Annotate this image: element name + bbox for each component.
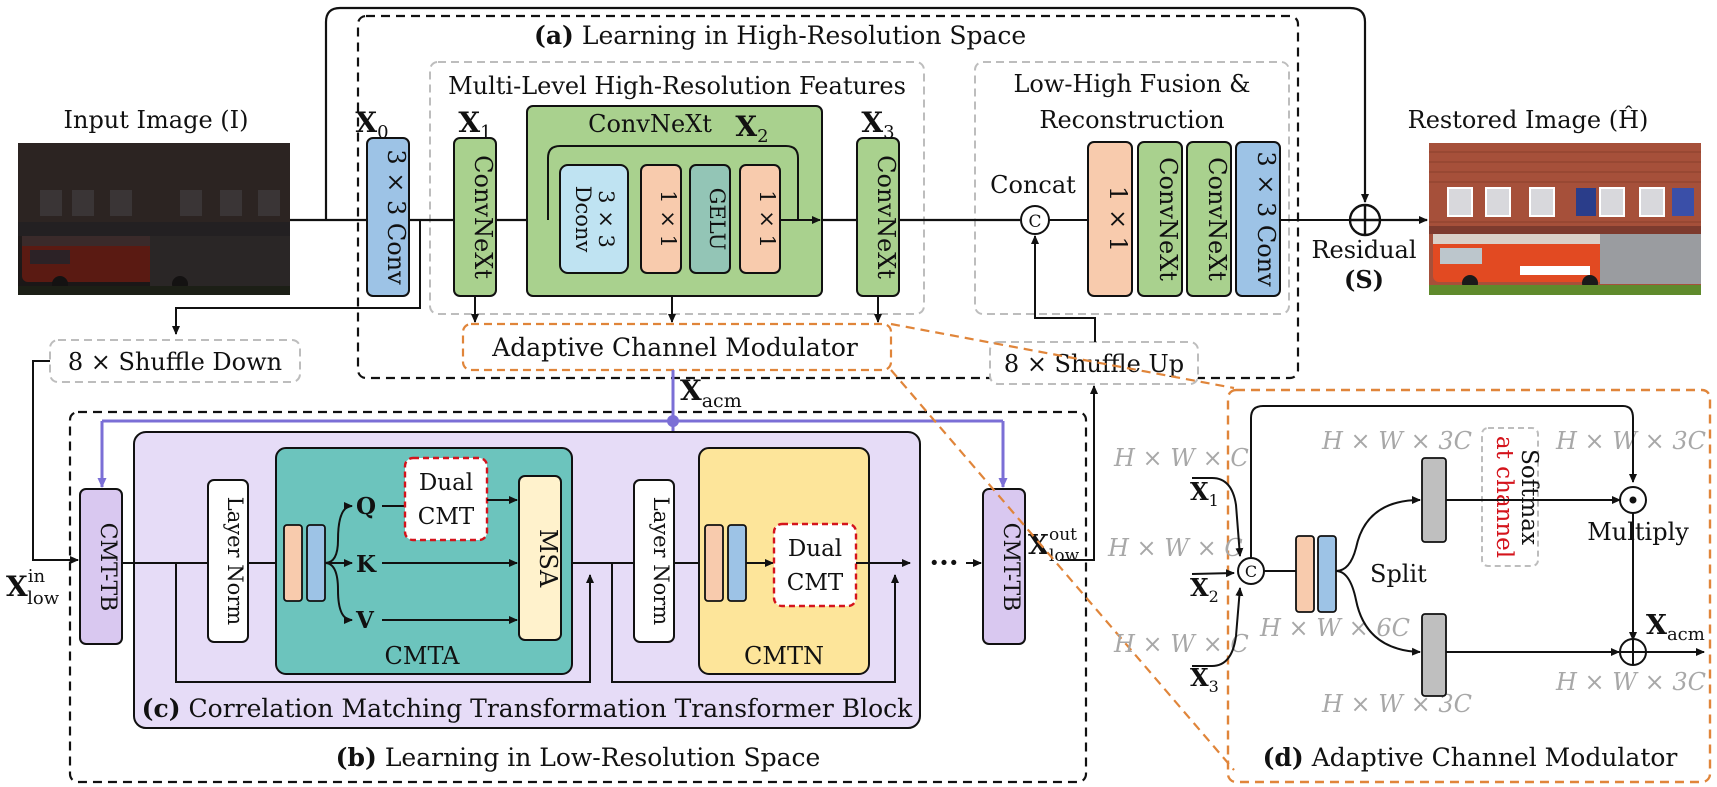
- softmax-box: [1481, 427, 1539, 567]
- convnext-inner-skip: [547, 145, 799, 220]
- residual-label: Residual: [1311, 236, 1416, 264]
- dconv-label-1: 3 × 3: [594, 190, 618, 248]
- svg-text:Layer Norm: Layer Norm: [223, 497, 247, 626]
- conv1x1-block-2-label: 1 × 1: [755, 190, 779, 248]
- dim-top-left: H × W × 3C: [1321, 427, 1472, 455]
- svg-text:Layer Norm: Layer Norm: [649, 497, 673, 626]
- x0-label: X0: [355, 106, 388, 143]
- conv1x1-block-1-label: 1 × 1: [656, 190, 680, 248]
- dim-bottom: H × W × 3C: [1321, 690, 1472, 718]
- fusion-convnext-2: [1186, 141, 1232, 297]
- conv1x1-block-1: [640, 164, 682, 274]
- convnext-detail-title: ConvNeXt: [588, 110, 712, 138]
- multilevel-features-title: Multi-Level High-Resolution Features: [448, 72, 906, 100]
- svg-text:C: C: [1245, 562, 1257, 581]
- multiply-label: Multiply: [1587, 518, 1689, 546]
- dim-top-right: H × W × 3C: [1555, 427, 1706, 455]
- cmt-tb-block-right: [982, 488, 1026, 645]
- fusion-frame: [974, 61, 1290, 315]
- shuffle-up-label: 8 × Shuffle Up: [1004, 350, 1184, 378]
- softmax-label: Softmax: [1516, 449, 1542, 545]
- gelu-label: GELU: [705, 188, 729, 251]
- acm-branch-bottom: [1421, 613, 1447, 697]
- convnext-block-3-label: ConvNeXt: [872, 155, 900, 279]
- section-d-label: (d)Adaptive Channel Modulator: [1263, 743, 1678, 772]
- output-image-label: Restored Image (Ĥ): [1408, 105, 1649, 134]
- x2-label: X2: [735, 110, 768, 147]
- residual-symbol: (S): [1344, 265, 1384, 294]
- dconv-label-2: Dconv: [571, 186, 595, 253]
- q-label: Q: [356, 493, 376, 520]
- svg-text:ConvNeXt: ConvNeXt: [1203, 157, 1231, 281]
- dim-concat: H × W × 6C: [1259, 614, 1410, 642]
- x-acm-label: Xacm: [680, 374, 742, 412]
- global-skip-line: [324, 6, 1369, 220]
- output-image: [1429, 143, 1701, 295]
- svg-text:MSA: MSA: [534, 529, 562, 588]
- input-image: [18, 143, 290, 295]
- v-label: V: [355, 607, 375, 634]
- msa-block: [518, 475, 562, 641]
- acm-box: [461, 322, 893, 372]
- svg-text:ConvNeXt: ConvNeXt: [1154, 157, 1182, 281]
- layer-norm-1: [207, 479, 249, 643]
- shuffle-down-box: [49, 339, 301, 383]
- svg-text:C: C: [1028, 212, 1041, 232]
- section-c-label: (c)Correlation Matching Transformation T…: [142, 694, 914, 723]
- dim-x3: H × W × C: [1113, 630, 1249, 658]
- layer-norm-2: [633, 479, 675, 643]
- svg-text:3 × 3 Conv: 3 × 3 Conv: [1252, 151, 1280, 287]
- split-label: Split: [1370, 560, 1427, 588]
- cmta-label: CMTA: [385, 642, 461, 670]
- section-a-label: (a)Learning in High-Resolution Space: [534, 21, 1026, 50]
- ellipsis: ···: [929, 546, 958, 579]
- dconv-block: [559, 164, 629, 274]
- acm-x3-label: X3: [1190, 663, 1219, 696]
- acm-branch-top: [1421, 457, 1447, 543]
- fusion-title-line2: Reconstruction: [1039, 106, 1224, 134]
- acm-x2-label: X2: [1190, 573, 1219, 606]
- svg-text:Dual: Dual: [788, 536, 842, 562]
- svg-text:Dual: Dual: [419, 470, 473, 496]
- svg-text:CMT-TB: CMT-TB: [998, 523, 1023, 612]
- dim-bottom-right: H × W × 3C: [1555, 668, 1706, 696]
- gelu-block: [689, 164, 731, 274]
- svg-text:1 × 1: 1 × 1: [1104, 186, 1132, 252]
- svg-text:CMT: CMT: [418, 504, 475, 530]
- acm-x1-label: X1: [1190, 477, 1219, 510]
- fusion-title-line1: Low-High Fusion &: [1013, 70, 1250, 98]
- at-channel-label: at channel: [1491, 436, 1517, 558]
- section-a-frame: [356, 14, 1300, 380]
- svg-text:CMT-TB: CMT-TB: [95, 523, 120, 612]
- acm-label: Adaptive Channel Modulator: [491, 333, 858, 362]
- k-label: K: [356, 551, 377, 578]
- x1-label: X1: [458, 106, 491, 143]
- cmtn-label: CMTN: [744, 642, 824, 670]
- dim-x2: H × W × C: [1107, 534, 1243, 562]
- shuffle-down-label: 8 × Shuffle Down: [68, 348, 282, 376]
- cmt-tb-block-left: [79, 488, 123, 645]
- svg-text:CMT: CMT: [787, 570, 844, 596]
- acm-output-label: Xacm: [1646, 610, 1705, 645]
- fusion-conv1x1: [1087, 141, 1133, 297]
- dual-cmt-n: [772, 522, 858, 608]
- convnext-block-1-label: ConvNeXt: [469, 155, 497, 279]
- multilevel-features-frame: [429, 61, 925, 315]
- x3-label: X3: [861, 106, 894, 143]
- section-b-label: (b)Learning in Low-Resolution Space: [336, 743, 821, 772]
- fusion-convnext-1: [1137, 141, 1183, 297]
- conv3x3-block: [366, 137, 410, 297]
- section-b-frame: [68, 410, 1088, 784]
- concat-label: Concat: [990, 171, 1076, 199]
- dim-x1: H × W × C: [1113, 444, 1249, 472]
- conv3x3-label: 3 × 3 Conv: [382, 149, 410, 285]
- section-d-frame: [1226, 388, 1712, 784]
- input-image-label: Input Image (I): [64, 106, 249, 134]
